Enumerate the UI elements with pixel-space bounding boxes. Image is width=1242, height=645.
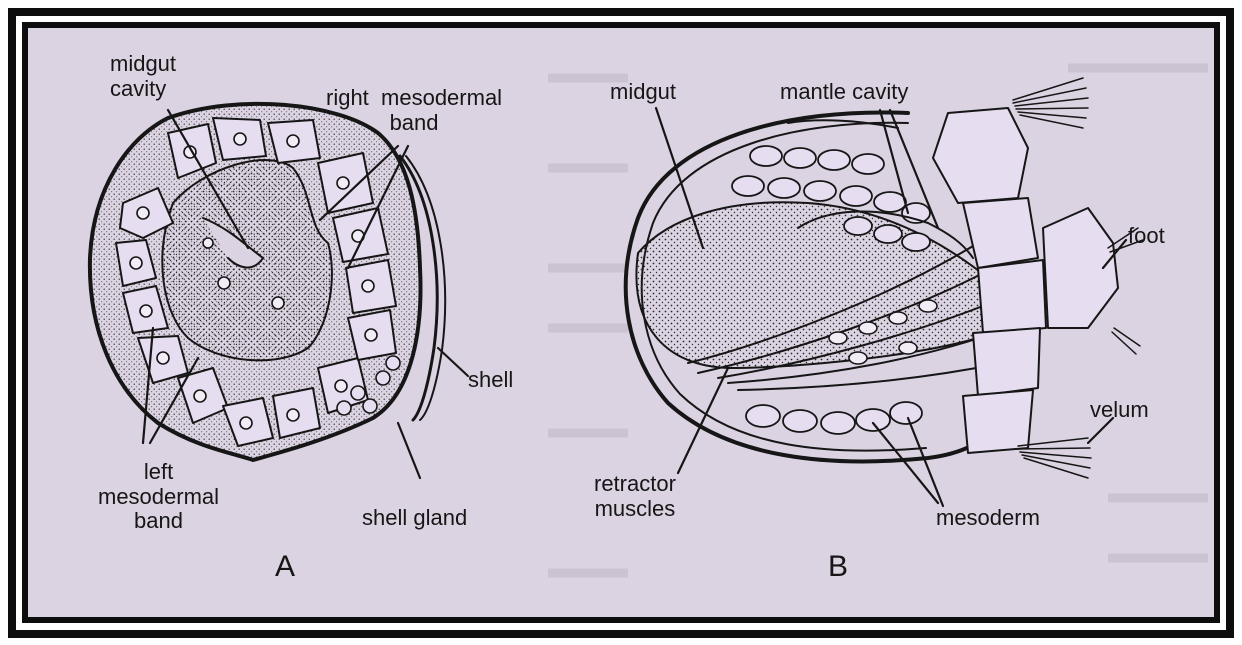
label-left-mesodermal-band: left mesodermal band <box>98 460 219 534</box>
panel-a-diagram <box>90 104 445 460</box>
label-mantle-cavity: mantle cavity <box>780 80 908 105</box>
label-midgut: midgut <box>610 80 676 105</box>
figure-plate: midgut cavity right mesodermal band shel… <box>28 28 1214 617</box>
label-midgut-cavity: midgut cavity <box>110 52 176 101</box>
label-retractor-muscles: retractor muscles <box>594 472 676 521</box>
panel-letter-a: A <box>275 550 295 584</box>
label-velum: velum <box>1090 398 1149 423</box>
label-shell: shell <box>468 368 513 393</box>
label-foot: foot <box>1128 224 1165 249</box>
label-mesoderm: mesoderm <box>936 506 1040 531</box>
label-right-mesodermal-band: right mesodermal band <box>326 86 502 135</box>
label-shell-gland: shell gland <box>362 506 467 531</box>
midgut-b <box>636 202 1004 368</box>
panel-letter-b: B <box>828 550 848 584</box>
